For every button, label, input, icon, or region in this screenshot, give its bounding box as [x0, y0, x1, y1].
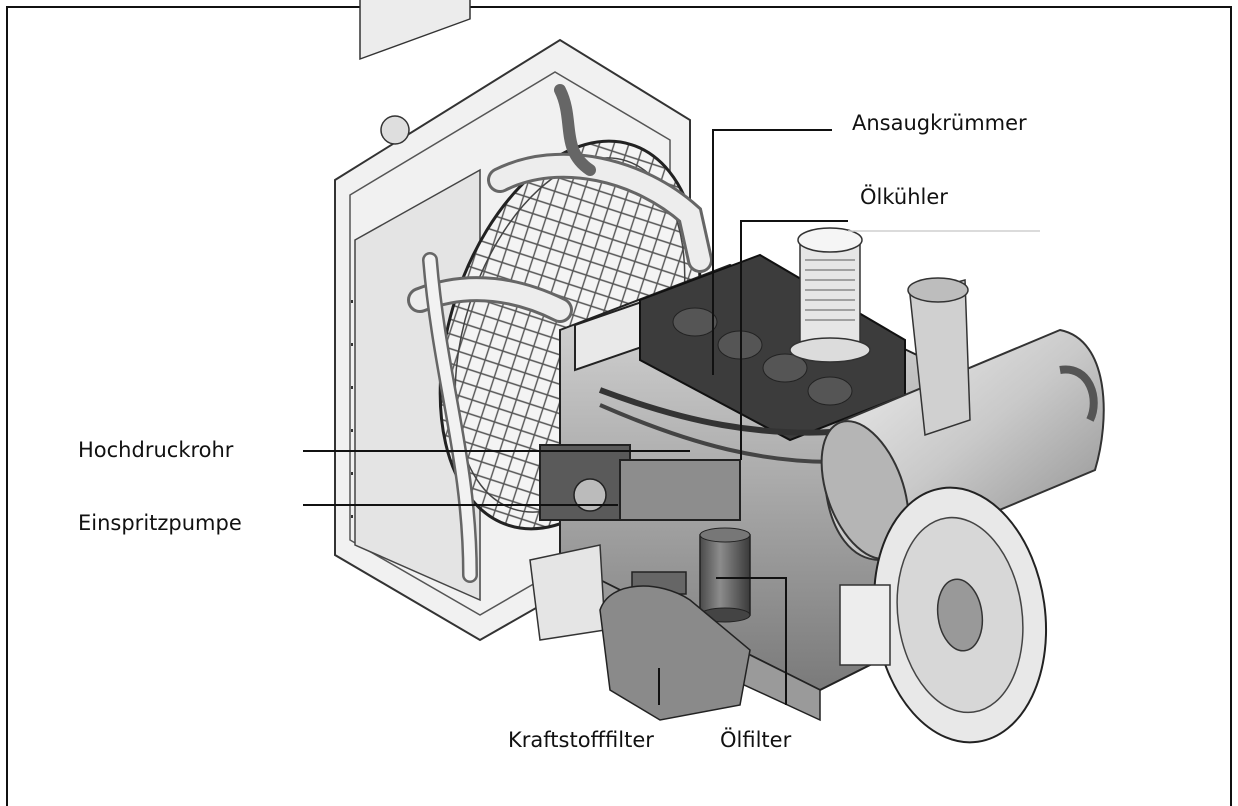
leader-oelkuehler: [740, 220, 848, 460]
label-hochdruckrohr: Hochdruckrohr: [78, 438, 234, 462]
engine-illustration: [303, 0, 1105, 744]
exhaust-bellows: [789, 227, 871, 363]
figure-frame: [6, 6, 1232, 806]
oil-filter-body: [699, 527, 751, 623]
leader-ansaugkruemmer: [712, 129, 832, 375]
label-kraftstofffilter: Kraftstofffilter: [508, 728, 654, 752]
lower-pump-housing: [599, 585, 751, 721]
flywheel-housing: [839, 486, 1048, 744]
label-ansaugkruemmer: Ansaugkrümmer: [852, 111, 1027, 135]
label-oelkuehler: Ölkühler: [860, 185, 948, 209]
coolant-hoses: [407, 84, 713, 583]
label-oelfilter: Ölfilter: [720, 728, 792, 752]
label-einspritzpumpe: Einspritzpumpe: [78, 511, 242, 535]
leader-lines: [303, 129, 1040, 705]
leader-oelfilter: [716, 577, 787, 705]
